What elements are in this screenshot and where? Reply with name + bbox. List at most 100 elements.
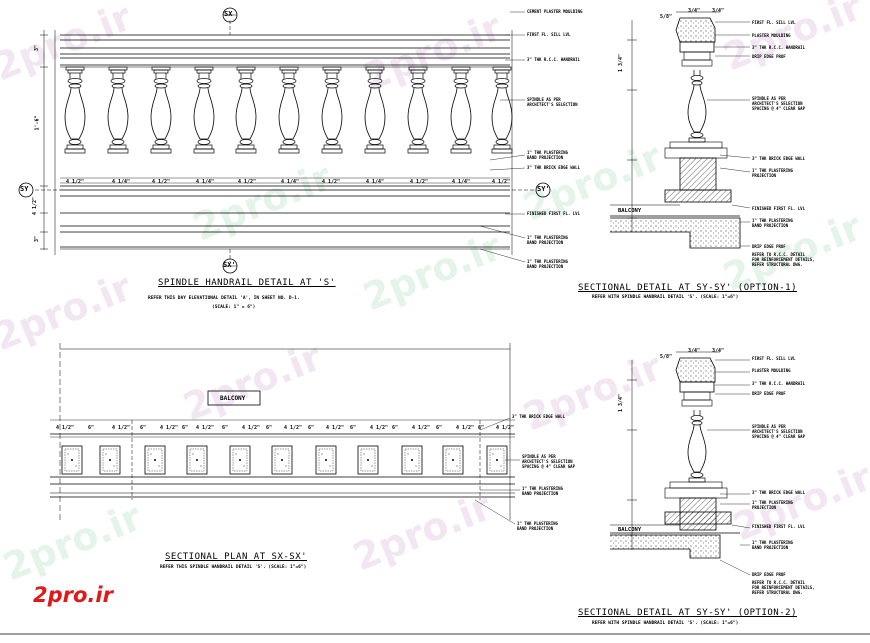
note-s2: 1" THK PLASTERING PROJECTION (752, 500, 793, 510)
note-s1: DRIP EDGE PROF (752, 54, 786, 59)
section-option-1 (610, 11, 751, 249)
dim-plan: 4 1/2" (456, 425, 475, 431)
note-plan: 1" THK PLASTERING BAND PROJECTION (517, 521, 558, 531)
section-tag-sx: SX (224, 10, 233, 18)
note-s2: REFER TO R.C.C. DETAIL FOR REINFORCEMENT… (752, 580, 815, 595)
dim-elev: 4 1/2" (410, 179, 429, 185)
note-plan: 3" THK BRICK EDGE WALL (512, 414, 565, 419)
dim-elev-vertical: 4 1/2" (32, 196, 39, 216)
dim-elev-vertical: 1'-6" (34, 115, 41, 131)
note-s1: FIRST FL. SILL LVL (752, 20, 796, 25)
dim-plan: 4 1/2" (242, 425, 261, 431)
note-s2: PLASTER MOULDING (752, 368, 791, 373)
note-s1: 1" THK PLASTERING PROJECTION (752, 168, 793, 178)
balcony-label-s2: BALCONY (618, 527, 642, 533)
section-tag-sy-prime: SY' (537, 185, 550, 193)
section-option2-subtitle: REFER WITH SPINDLE HANDRAIL DETAIL 'S'. … (592, 621, 739, 626)
note-plan: SPINDLE AS PER ARCHITECT'S SELECTION SPA… (522, 454, 575, 469)
section-option1-title: SECTIONAL DETAIL AT SY-SY' (OPTION-1) (578, 283, 797, 293)
dim-section2-vertical: 1 3/4" (618, 393, 625, 413)
spindle-detail-title: SPINDLE HANDRAIL DETAIL AT 'S' (158, 278, 336, 288)
dim-section2: 5/8" (660, 354, 673, 360)
note-elev: SPINDLE AS PER ARCHITECT'S SELECTION (527, 97, 578, 107)
spindle-detail-scale: (SCALE: 1" = 6") (212, 305, 256, 310)
note-elev: 1" THK PLASTERING BAND PROJECTION (527, 259, 568, 269)
spindle-detail-subtitle: REFER THIS DAY ELEVATIONAL DETAIL 'A', I… (148, 296, 300, 301)
dim-elev: 4 1/4" (281, 179, 300, 185)
note-s2: 1" THK PLASTERING BAND PROJECTION (752, 540, 793, 550)
dim-plan: 6" (222, 425, 229, 431)
dim-plan: 6" (350, 425, 357, 431)
note-s2: DRIP EDGE PROF (752, 391, 786, 396)
dim-section1: 5/8" (660, 14, 673, 20)
sectional-plan-subtitle: REFER THIS SPINDLE HANDRAIL DETAIL 'S'. … (160, 565, 307, 570)
dim-elev-vertical: 3" (34, 235, 41, 243)
note-s2: 3" THK R.C.C. HANDRAIL (752, 381, 805, 386)
spindle-elevation (18, 7, 551, 274)
note-elev: CEMENT PLASTER MOULDING (527, 9, 583, 14)
dim-plan: 6" (88, 425, 95, 431)
note-s2: FINISHED FIRST FL. LVL (752, 524, 805, 529)
note-elev: 1" THK PLASTERING BAND PROJECTION (527, 235, 568, 245)
note-s1: 1" THK PLASTERING BAND PROJECTION (752, 218, 793, 228)
note-s1: SPINDLE AS PER ARCHITECT'S SELECTION SPA… (752, 96, 805, 111)
dim-section1-vertical: 1 3/4" (618, 53, 625, 73)
dim-plan: 4 1/2" (56, 425, 75, 431)
dim-plan: 4 1/2" (112, 425, 131, 431)
dim-plan: 6" (140, 425, 147, 431)
note-elev: 3" THK R.C.C. HANDRAIL (527, 57, 580, 62)
sectional-plan (50, 343, 520, 525)
dim-plan: 6" (182, 425, 189, 431)
dim-elev: 4 1/2" (492, 179, 511, 185)
section-option1-subtitle: REFER WITH SPINDLE HANDRAIL DETAIL 'S'. … (592, 295, 739, 300)
dim-elev: 4 1/4" (452, 179, 471, 185)
dim-plan: 6" (308, 425, 315, 431)
note-elev: 3" THK BRICK EDGE WALL (527, 165, 580, 170)
dim-elev: 4 1/4" (196, 179, 215, 185)
dim-elev: 4 1/2" (238, 179, 257, 185)
section-option-2 (610, 351, 751, 576)
section-option2-title: SECTIONAL DETAIL AT SY-SY' (OPTION-2) (578, 608, 797, 618)
dim-elev: 4 1/4" (366, 179, 385, 185)
dim-plan: 4 1/2" (370, 425, 389, 431)
dim-section1: 3/4" (688, 8, 701, 14)
note-s1: DRIP EDGE PROF (752, 244, 786, 249)
dim-elev: 4 1/2" (152, 179, 171, 185)
note-plan: 1" THK PLASTERING BAND PROJECTION (522, 486, 563, 496)
dim-plan: 6" (478, 425, 485, 431)
dim-plan: 4 1/2" (160, 425, 179, 431)
dim-plan: 4 1/2" (412, 425, 431, 431)
note-s1: 3" THK R.C.C. HANDRAIL (752, 45, 805, 50)
dim-plan: 4 1/2" (326, 425, 345, 431)
dim-section2: 3/4" (712, 348, 725, 354)
balcony-label-plan: BALCONY (220, 395, 246, 402)
section-tag-sy: SY (20, 185, 29, 193)
note-s2: SPINDLE AS PER ARCHITECT'S SELECTION SPA… (752, 424, 805, 439)
sectional-plan-title: SECTIONAL PLAN AT SX-SX' (165, 552, 308, 562)
dim-plan: 4 1/2" (496, 425, 515, 431)
site-logo: 2pro.ir (33, 583, 113, 607)
dim-elev-vertical: 3" (34, 44, 41, 52)
dim-section2: 3/4" (688, 348, 701, 354)
note-elev: FIRST FL. SILL LVL (527, 32, 571, 37)
dim-plan: 4 1/2" (196, 425, 215, 431)
note-s2: 3" THK BRICK EDGE WALL (752, 490, 805, 495)
section-tag-sx-prime: SX' (223, 261, 236, 269)
dim-elev: 4 1/4" (112, 179, 131, 185)
dim-section1: 3/4" (712, 8, 725, 14)
dim-plan: 6" (436, 425, 443, 431)
note-s2: FIRST FL. SILL LVL (752, 356, 796, 361)
note-elev: FINISHED FIRST FL. LVL (527, 211, 580, 216)
note-s1: 3" THK BRICK EDGE WALL (752, 156, 805, 161)
dim-elev: 4 1/2" (322, 179, 341, 185)
balcony-label-s1: BALCONY (618, 208, 642, 214)
dim-plan: 6" (266, 425, 273, 431)
dim-plan: 6" (392, 425, 399, 431)
note-s1: PLASTER MOULDING (752, 33, 791, 38)
note-s1: FINISHED FIRST FL. LVL (752, 206, 805, 211)
dim-plan: 4 1/2" (284, 425, 303, 431)
note-elev: 1" THK PLASTERING BAND PROJECTION (527, 150, 568, 160)
note-s2: DRIP EDGE PROF (752, 572, 786, 577)
